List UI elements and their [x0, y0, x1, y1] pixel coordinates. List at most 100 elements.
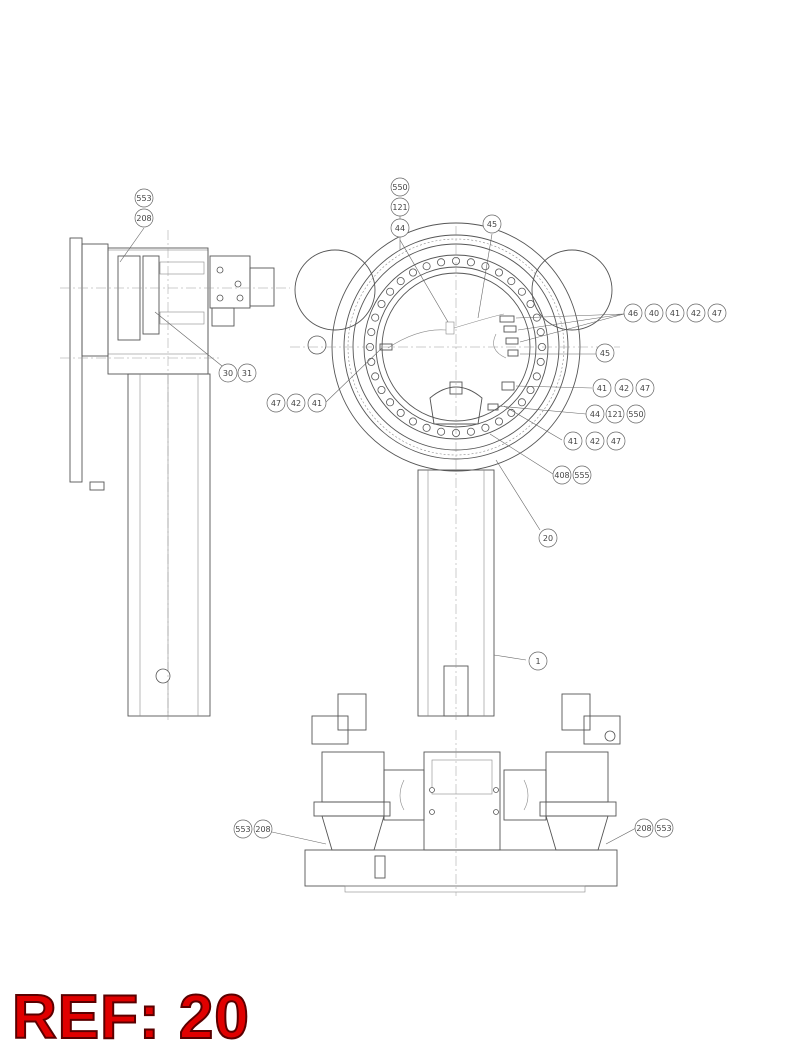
- bolt-hole: [396, 277, 405, 286]
- svg-text:20: 20: [543, 534, 553, 543]
- callout-47-b: 47: [635, 378, 655, 398]
- svg-text:550: 550: [392, 183, 407, 192]
- svg-text:40: 40: [649, 309, 659, 318]
- bolt-hole: [437, 427, 446, 436]
- callout-550: 550: [390, 177, 410, 197]
- bolt-hole: [367, 328, 376, 337]
- reference-label: REF: 20: [11, 982, 250, 1053]
- callout-121: 121: [390, 197, 410, 217]
- bolt-hole: [507, 277, 516, 286]
- bolt-hole: [517, 398, 526, 407]
- callout-42-c: 42: [585, 431, 605, 451]
- svg-text:30: 30: [223, 369, 233, 378]
- bolt-hole: [396, 408, 405, 417]
- bolt-hole: [377, 299, 386, 308]
- bolt-hole: [532, 372, 541, 381]
- callout-31: 31: [237, 363, 257, 383]
- callout-208: 208: [134, 208, 154, 228]
- svg-text:208: 208: [636, 824, 651, 833]
- svg-text:47: 47: [611, 437, 621, 446]
- bottom-view: [304, 693, 621, 896]
- svg-text:47: 47: [271, 399, 281, 408]
- bolt-hole: [367, 357, 376, 366]
- bolt-hole: [386, 287, 395, 296]
- svg-text:550: 550: [628, 410, 643, 419]
- svg-text:121: 121: [392, 203, 407, 212]
- bolt-hole: [536, 328, 545, 337]
- svg-text:45: 45: [487, 220, 497, 229]
- callout-46: 46: [623, 303, 643, 323]
- svg-text:47: 47: [712, 309, 722, 318]
- svg-text:42: 42: [590, 437, 600, 446]
- bolt-hole: [481, 262, 490, 271]
- bolt-hole: [377, 385, 386, 394]
- svg-text:44: 44: [395, 224, 405, 233]
- callout-555: 555: [572, 465, 592, 485]
- bolt-hole: [517, 287, 526, 296]
- svg-text:555: 555: [574, 471, 589, 480]
- bolt-hole: [526, 299, 535, 308]
- bolt-hole: [466, 258, 475, 267]
- callout-20: 20: [538, 528, 558, 548]
- svg-text:44: 44: [590, 410, 600, 419]
- callout-42: 42: [686, 303, 706, 323]
- bolt-hole: [408, 417, 417, 426]
- bolt-holes: [365, 256, 547, 437]
- callout-42-left: 42: [286, 393, 306, 413]
- callout-45-b: 45: [595, 343, 615, 363]
- bolt-hole: [481, 423, 490, 432]
- callout-41: 41: [665, 303, 685, 323]
- svg-text:553: 553: [235, 825, 250, 834]
- svg-text:47: 47: [640, 384, 650, 393]
- leader-lines: [119, 216, 637, 845]
- callout-121-b: 121: [605, 404, 625, 424]
- callout-208-base-left: 208: [253, 819, 273, 839]
- svg-text:208: 208: [255, 825, 270, 834]
- svg-text:41: 41: [568, 437, 578, 446]
- svg-text:408: 408: [554, 471, 569, 480]
- side-view: [60, 230, 290, 720]
- bolt-hole: [371, 372, 380, 381]
- svg-text:31: 31: [242, 369, 252, 378]
- callout-553-base-left: 553: [233, 819, 253, 839]
- bolt-hole: [526, 385, 535, 394]
- callout-45: 45: [482, 214, 502, 234]
- front-view: [290, 222, 620, 720]
- svg-text:42: 42: [691, 309, 701, 318]
- bolt-hole: [408, 268, 417, 277]
- callout-44-b: 44: [585, 404, 605, 424]
- callout-41-b: 41: [592, 378, 612, 398]
- svg-text:42: 42: [619, 384, 629, 393]
- callout-550-b: 550: [626, 404, 646, 424]
- bolt-hole: [494, 268, 503, 277]
- bolt-hole: [422, 262, 431, 271]
- callout-208-base-right: 208: [634, 818, 654, 838]
- bolt-hole: [494, 417, 503, 426]
- svg-text:41: 41: [597, 384, 607, 393]
- callout-408: 408: [552, 465, 572, 485]
- bolt-hole: [466, 427, 475, 436]
- bolt-hole: [437, 258, 446, 267]
- callout-40: 40: [644, 303, 664, 323]
- callout-30: 30: [218, 363, 238, 383]
- callout-42-b: 42: [614, 378, 634, 398]
- svg-text:553: 553: [656, 824, 671, 833]
- callout-41-c: 41: [563, 431, 583, 451]
- callouts: 553 208 30 31 550 121 44 45 46 40 41 42 …: [134, 177, 727, 839]
- callout-47-c: 47: [606, 431, 626, 451]
- svg-text:41: 41: [670, 309, 680, 318]
- callout-44: 44: [390, 218, 410, 238]
- bolt-hole: [422, 423, 431, 432]
- callout-1: 1: [528, 651, 548, 671]
- svg-text:45: 45: [600, 349, 610, 358]
- svg-text:42: 42: [291, 399, 301, 408]
- callout-553-base-right: 553: [654, 818, 674, 838]
- callout-47-left: 47: [266, 393, 286, 413]
- bolt-hole: [371, 313, 380, 322]
- callout-41-left: 41: [307, 393, 327, 413]
- bolt-hole: [536, 357, 545, 366]
- svg-text:553: 553: [136, 194, 151, 203]
- svg-text:46: 46: [628, 309, 638, 318]
- callout-47: 47: [707, 303, 727, 323]
- callout-553: 553: [134, 188, 154, 208]
